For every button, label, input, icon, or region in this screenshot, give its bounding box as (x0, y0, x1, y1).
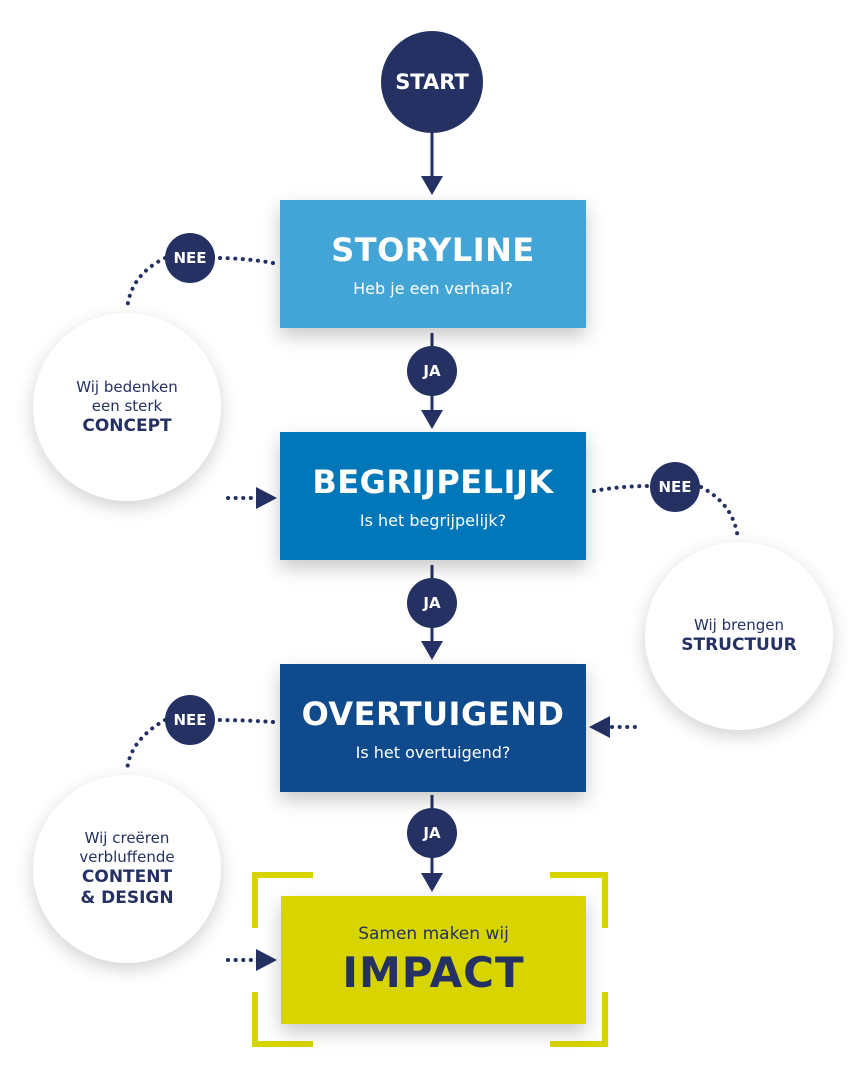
yes-badge: JA (407, 346, 457, 396)
no-label: NEE (173, 249, 207, 267)
no-badge: NEE (650, 462, 700, 512)
step-question: Heb je een verhaal? (353, 278, 513, 298)
yes-badge: JA (407, 578, 457, 628)
step-title: BEGRIJPELIJK (312, 462, 554, 501)
no-badge: NEE (165, 233, 215, 283)
bubble-highlight: & DESIGN (80, 888, 174, 908)
step-title: OVERTUIGEND (301, 694, 565, 733)
bubble-text: Wij creëren (84, 829, 170, 847)
yes-badge: JA (407, 808, 457, 858)
bubble-tail (625, 685, 670, 730)
step-storyline: STORYLINE Heb je een verhaal? (280, 200, 586, 328)
bubble-highlight: CONCEPT (82, 415, 172, 436)
bubble-text: Wij bedenken (76, 377, 178, 396)
step-title: STORYLINE (331, 230, 535, 269)
start-label: START (395, 70, 469, 94)
bubble-structuur: Wij brengen STRUCTUUR (645, 542, 833, 730)
yes-label: JA (423, 824, 441, 842)
step-begrijpelijk: BEGRIJPELIJK Is het begrijpelijk? (280, 432, 586, 560)
step-question: Is het overtuigend? (355, 742, 511, 762)
no-label: NEE (173, 711, 207, 729)
step-question: Is het begrijpelijk? (359, 510, 507, 530)
bubble-text: Wij brengen (694, 616, 784, 634)
bubble-content-design: Wij creëren verbluffende CONTENT & DESIG… (33, 775, 221, 963)
bubble-highlight: STRUCTUUR (681, 635, 797, 655)
bubble-text: een sterk (91, 396, 163, 415)
result-pretitle: Samen maken wij (358, 923, 509, 944)
no-label: NEE (658, 478, 692, 496)
step-overtuigend: OVERTUIGEND Is het overtuigend? (280, 664, 586, 792)
result-impact: Samen maken wij IMPACT (281, 896, 586, 1024)
result-title: IMPACT (342, 947, 525, 997)
yes-label: JA (423, 594, 441, 612)
start-node: START (381, 31, 483, 133)
bubble-concept: Wij bedenken een sterk CONCEPT (33, 313, 221, 501)
yes-label: JA (423, 362, 441, 380)
no-badge: NEE (165, 695, 215, 745)
bubble-text: verbluffende (79, 848, 175, 866)
bubble-highlight: CONTENT (81, 867, 173, 887)
